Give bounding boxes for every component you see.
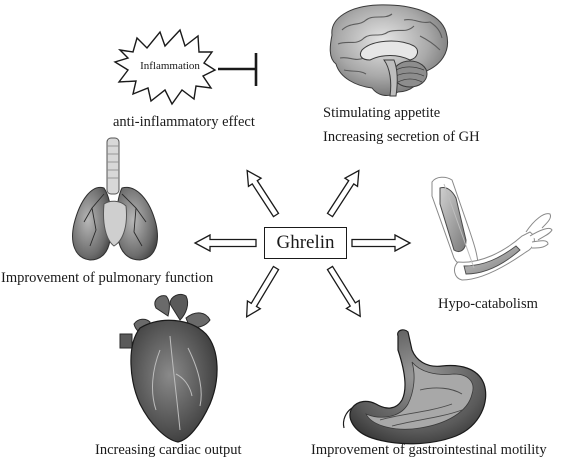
heart-icon: [119, 293, 218, 443]
appetite-label: Stimulating appetite: [323, 105, 441, 121]
arrow-right: [351, 233, 412, 253]
cardiac-label: Increasing cardiac output: [95, 442, 242, 458]
arrow-upper-right: [326, 169, 360, 218]
ghrelin-label: Ghrelin: [276, 232, 335, 253]
gastrointestinal-label: Improvement of gastrointestinal motility: [311, 442, 547, 458]
ghrelin-center-box: Ghrelin: [264, 227, 347, 259]
arm-muscle-icon: [431, 176, 553, 281]
arrow-lower-right: [326, 265, 361, 318]
arrow-left: [193, 233, 257, 253]
pulmonary-label: Improvement of pulmonary function: [1, 270, 214, 286]
arrows: [193, 169, 412, 319]
stomach-icon: [342, 329, 487, 445]
anti-inflammatory-label: anti-inflammatory effect: [113, 114, 255, 130]
inflammation-starburst-icon: [113, 28, 258, 106]
catabolism-label: Hypo-catabolism: [438, 296, 538, 312]
gh-secretion-label: Increasing secretion of GH: [323, 129, 480, 145]
lungs-icon: [72, 137, 158, 261]
inflammation-label: Inflammation: [140, 60, 200, 72]
arrow-upper-left: [246, 169, 280, 218]
arrow-lower-left: [245, 265, 280, 319]
brain-icon: [329, 4, 448, 97]
